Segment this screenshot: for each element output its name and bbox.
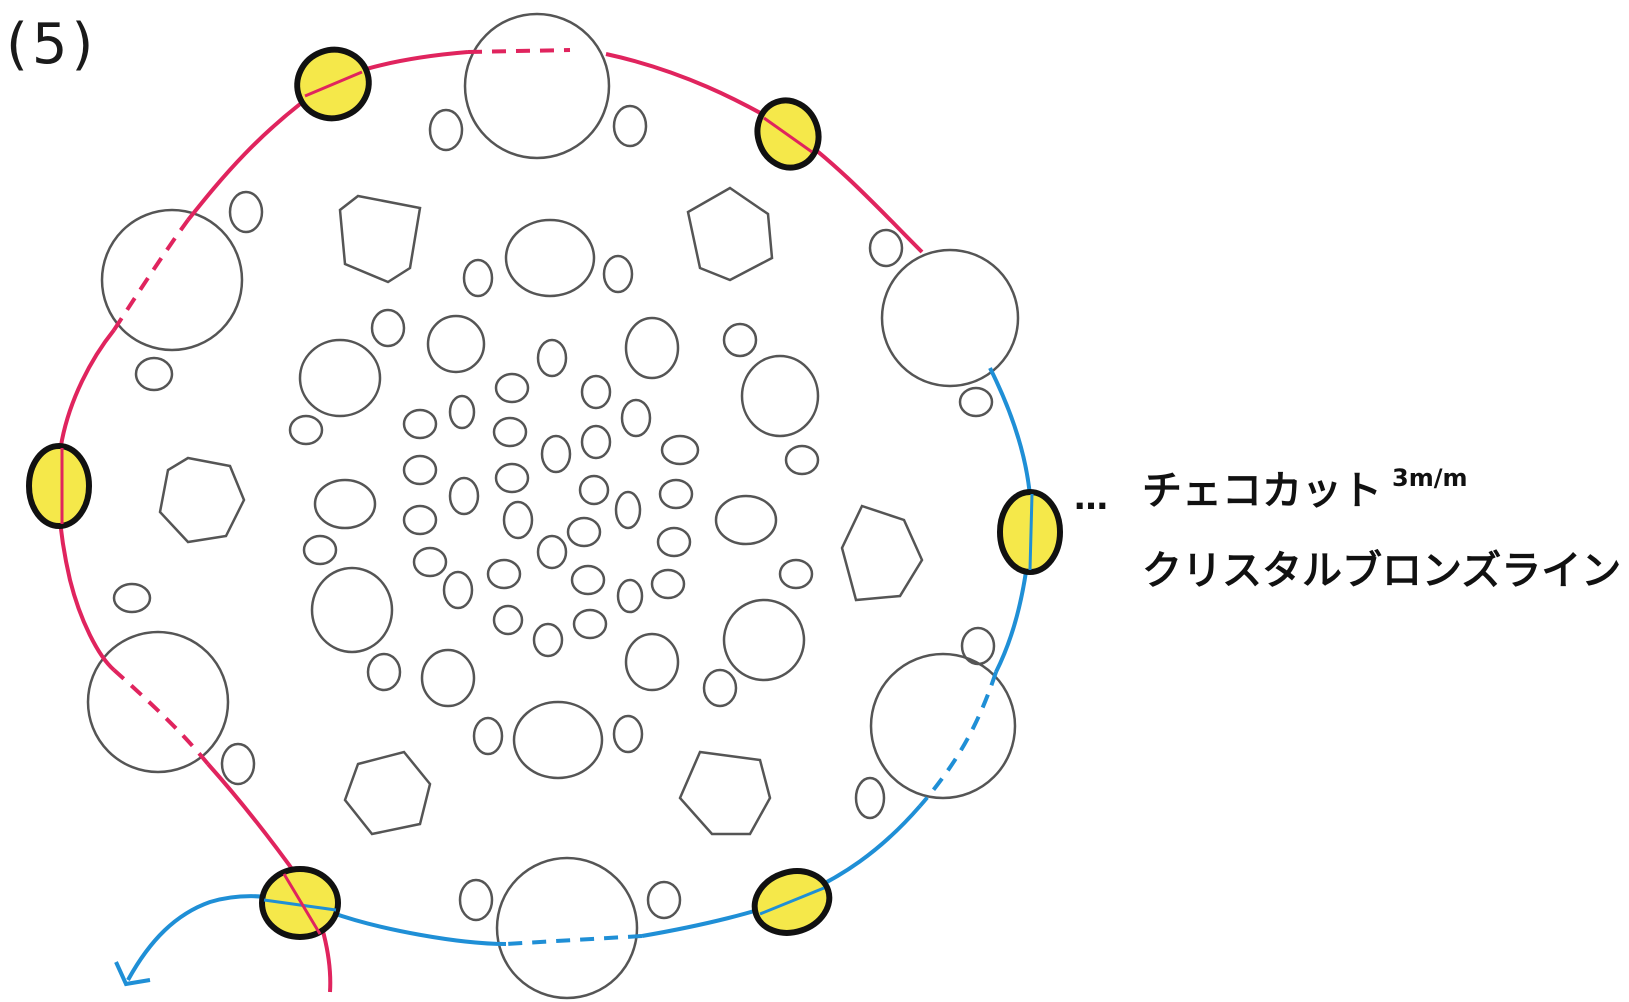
seed-bead xyxy=(230,192,262,232)
center-bead xyxy=(538,340,566,376)
center-bead xyxy=(572,566,604,594)
pink-thread-path xyxy=(114,670,208,764)
center-bead xyxy=(450,396,474,428)
crystal-bead xyxy=(29,446,89,526)
medium-circle xyxy=(315,480,375,528)
center-bead xyxy=(616,492,640,528)
leader-dots: … xyxy=(1074,478,1110,518)
blue-thread-path xyxy=(506,936,642,944)
seed-bead xyxy=(614,716,642,752)
seed-bead xyxy=(870,230,902,266)
medium-circle xyxy=(716,496,776,544)
center-bead xyxy=(450,478,478,514)
center-bead xyxy=(496,464,528,492)
seed-bead xyxy=(724,324,756,356)
seed-bead xyxy=(290,416,322,444)
seed-bead xyxy=(962,628,994,664)
hexagon xyxy=(688,188,772,280)
pink-thread-path xyxy=(468,50,570,52)
center-bead xyxy=(658,528,690,556)
seed-bead xyxy=(368,654,400,690)
seed-bead xyxy=(304,536,336,564)
center-bead xyxy=(504,502,532,538)
large-circle xyxy=(88,632,228,772)
seed-bead xyxy=(114,584,150,612)
seed-bead xyxy=(136,358,172,390)
center-bead xyxy=(494,418,526,446)
seed-bead xyxy=(786,446,818,474)
center-bead xyxy=(534,624,562,656)
center-bead xyxy=(574,610,606,638)
medium-circle xyxy=(312,568,392,652)
bead-spec-line1: チェコカット 3m/m xyxy=(1142,458,1467,516)
center-bead xyxy=(542,436,570,472)
center-bead xyxy=(404,456,436,484)
crystal-beads xyxy=(29,40,1060,943)
seed-bead xyxy=(222,744,254,784)
seed-bead xyxy=(430,110,462,150)
center-bead xyxy=(582,426,610,458)
center-bead xyxy=(618,580,642,612)
seed-bead xyxy=(960,388,992,416)
medium-circle xyxy=(422,650,474,706)
hexagon xyxy=(842,506,922,600)
seed-bead xyxy=(648,882,680,918)
seed-bead xyxy=(464,260,492,296)
large-circle xyxy=(497,858,637,998)
large-circle xyxy=(102,210,242,350)
seed-bead xyxy=(474,718,502,754)
hexagon xyxy=(160,458,244,542)
medium-circle xyxy=(724,600,804,680)
center-bead xyxy=(660,480,692,508)
center-bead xyxy=(404,506,436,534)
center-bead xyxy=(444,572,472,608)
pink-thread-path xyxy=(114,220,188,330)
center-bead xyxy=(414,548,446,576)
seed-bead xyxy=(856,778,884,818)
medium-circle xyxy=(428,316,484,372)
medium-circle xyxy=(300,340,380,416)
hexagon xyxy=(345,752,430,834)
medium-circle xyxy=(626,318,678,378)
bead-spec-line2: クリスタルブロンズライン xyxy=(1142,538,1621,596)
center-bead xyxy=(538,536,566,568)
bead-name: チェコカット xyxy=(1142,468,1382,514)
medium-circle xyxy=(506,220,594,296)
center-bead xyxy=(580,476,608,504)
seed-bead xyxy=(704,670,736,706)
bead-size: 3m/m xyxy=(1392,464,1467,492)
center-bead xyxy=(488,560,520,588)
blue-thread-path xyxy=(1030,494,1032,570)
seed-bead xyxy=(614,106,646,146)
center-bead xyxy=(496,374,528,402)
hexagon xyxy=(680,752,770,834)
medium-circle xyxy=(626,634,678,690)
seed-bead xyxy=(372,310,404,346)
hexagon xyxy=(340,196,420,282)
center-bead xyxy=(404,410,436,438)
seed-bead xyxy=(460,880,492,920)
seed-bead xyxy=(780,560,812,588)
large-circle xyxy=(882,250,1018,386)
center-bead xyxy=(662,436,698,464)
center-bead xyxy=(652,570,684,598)
center-bead xyxy=(494,606,522,634)
seed-bead xyxy=(604,256,632,292)
motif-drawing xyxy=(88,14,1018,998)
center-bead xyxy=(582,376,610,408)
center-bead xyxy=(622,400,650,436)
medium-circle xyxy=(742,356,818,436)
center-bead xyxy=(568,518,600,546)
large-circle xyxy=(465,14,609,158)
medium-circle xyxy=(514,702,602,778)
